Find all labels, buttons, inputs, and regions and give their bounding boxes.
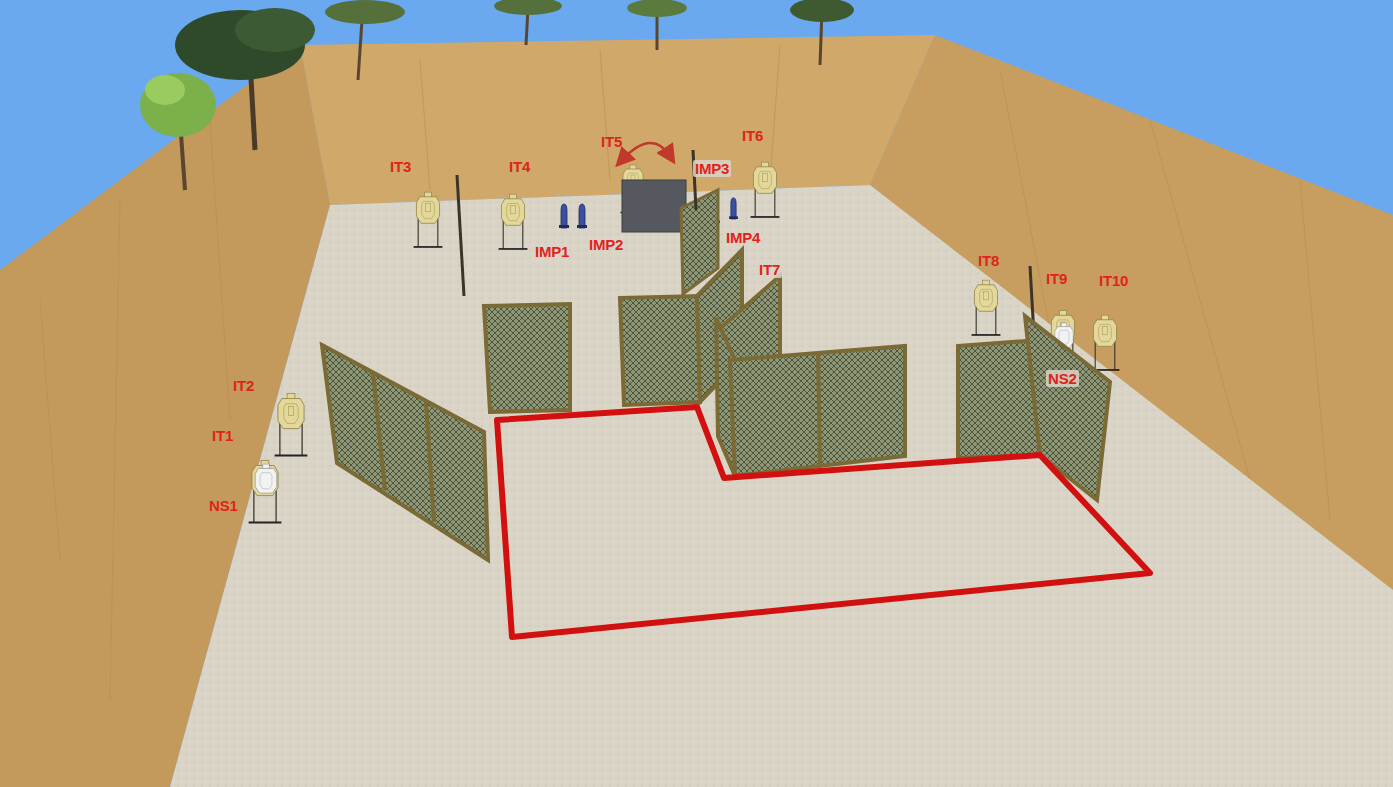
target xyxy=(751,162,780,217)
swing-arrow xyxy=(622,143,670,160)
fault-line xyxy=(497,407,1150,637)
target-label: IMP3 xyxy=(693,160,731,177)
target-label: IT3 xyxy=(390,158,411,175)
target-label: IT1 xyxy=(212,427,233,444)
target-label: NS1 xyxy=(209,497,238,514)
target xyxy=(249,460,282,522)
target-label: IT10 xyxy=(1099,272,1128,289)
swinger-panel xyxy=(622,180,686,232)
target xyxy=(499,194,528,249)
target-label: IMP4 xyxy=(726,229,760,246)
target xyxy=(414,192,443,247)
target-label: IMP2 xyxy=(589,236,623,253)
popper xyxy=(577,204,587,228)
tree xyxy=(140,0,854,190)
fence xyxy=(958,316,1110,500)
target-label: NS2 xyxy=(1046,370,1079,387)
target xyxy=(1091,315,1120,370)
target-label: IT5 xyxy=(601,133,622,150)
fence xyxy=(322,250,905,560)
popper xyxy=(559,204,569,228)
target-label: IMP1 xyxy=(535,243,569,260)
no-shoot xyxy=(255,464,277,493)
target-label: IT6 xyxy=(742,127,763,144)
target-label: IT7 xyxy=(757,261,782,278)
target-label: IT8 xyxy=(978,252,999,269)
popper xyxy=(729,198,738,219)
target-label: IT4 xyxy=(509,158,530,175)
target xyxy=(972,280,1001,335)
target-label: IT9 xyxy=(1046,270,1067,287)
target xyxy=(275,393,308,455)
pole xyxy=(457,175,464,296)
target-label: IT2 xyxy=(233,377,254,394)
